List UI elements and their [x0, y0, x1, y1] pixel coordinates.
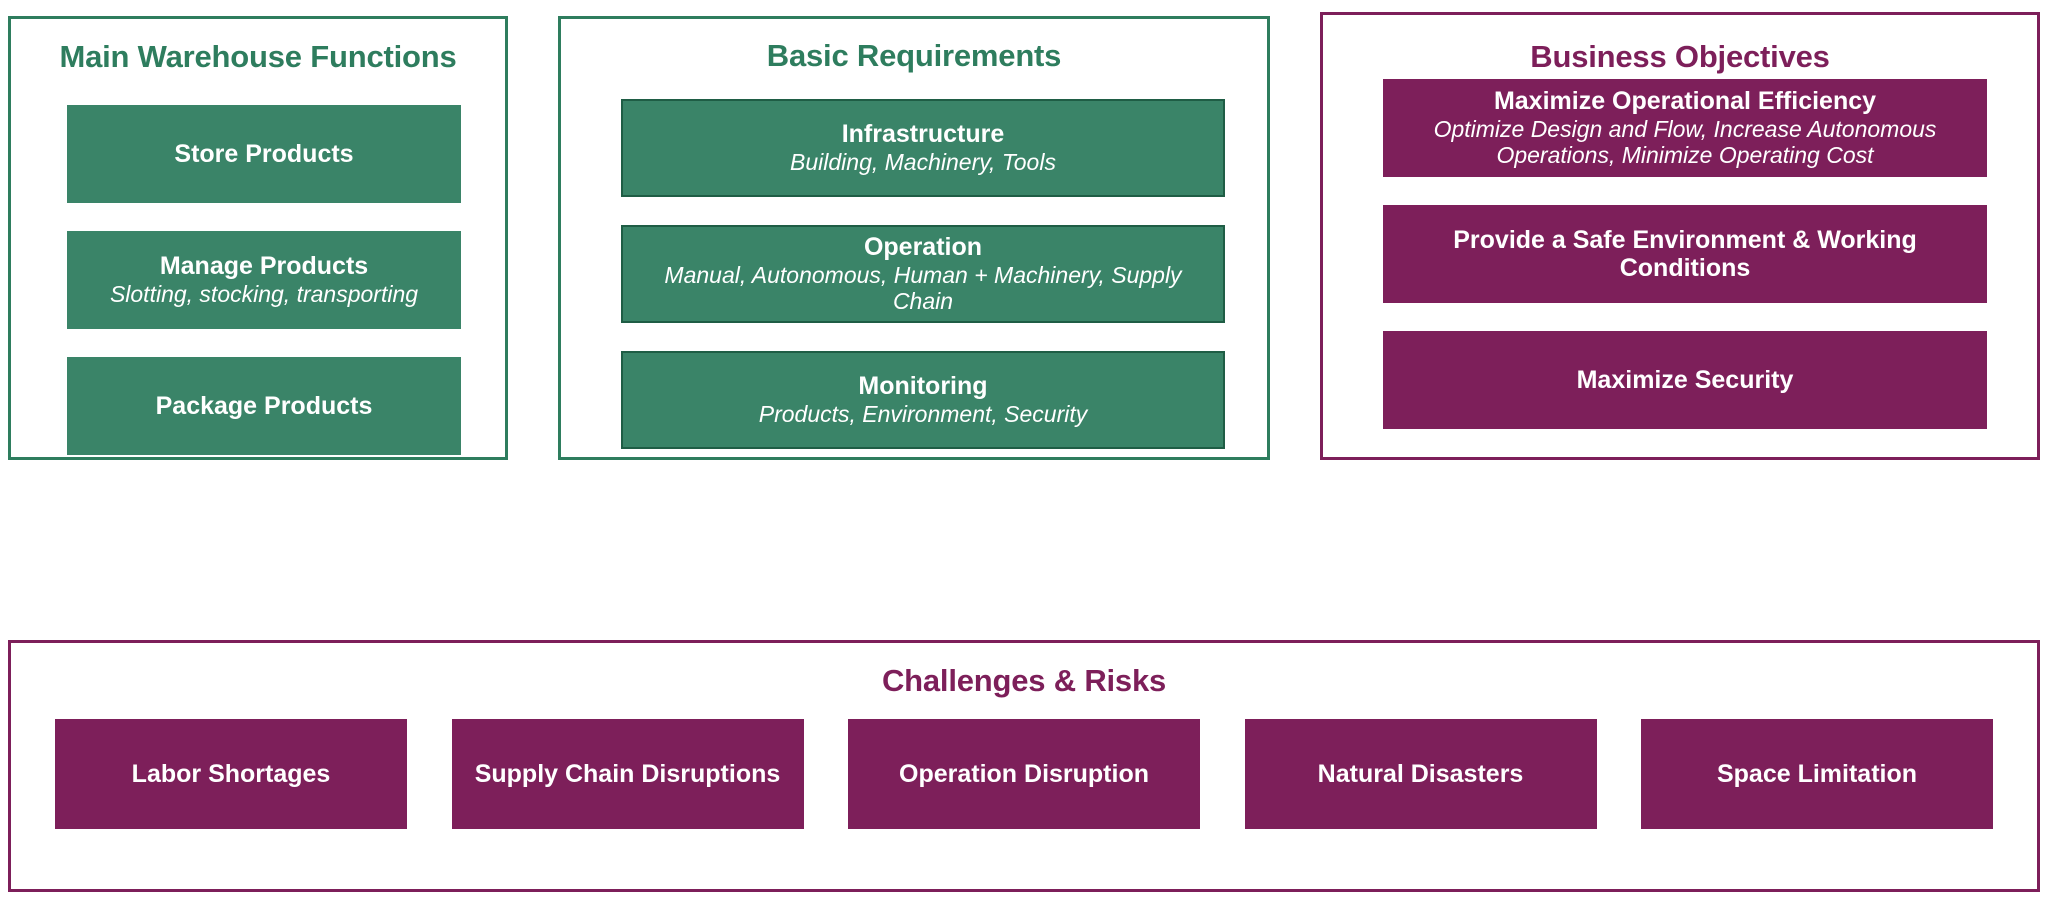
card-monitoring[interactable]: Monitoring Products, Environment, Securi… [621, 351, 1225, 449]
card-provide-safe-environment[interactable]: Provide a Safe Environment & Working Con… [1383, 205, 1987, 303]
card-subtitle: Optimize Design and Flow, Increase Auton… [1433, 115, 1937, 169]
card-manage-products[interactable]: Manage Products Slotting, stocking, tran… [67, 231, 461, 329]
card-space-limitation[interactable]: Space Limitation [1641, 719, 1993, 829]
card-infrastructure[interactable]: Infrastructure Building, Machinery, Tool… [621, 99, 1225, 197]
card-title: Maximize Operational Efficiency [1493, 87, 1877, 116]
card-title: Provide a Safe Environment & Working Con… [1453, 225, 1917, 283]
card-subtitle: Building, Machinery, Tools [790, 148, 1056, 175]
panel-challenges-and-risks: Challenges & Risks Labor Shortages Suppl… [8, 640, 2040, 892]
card-title: Natural Disasters [1317, 759, 1524, 788]
card-maximize-operational-efficiency[interactable]: Maximize Operational Efficiency Optimize… [1383, 79, 1987, 177]
panel-title-business-objectives: Business Objectives [1530, 39, 1830, 74]
card-natural-disasters[interactable]: Natural Disasters [1244, 719, 1597, 829]
card-subtitle: Slotting, stocking, transporting [109, 280, 419, 307]
card-package-products[interactable]: Package Products [67, 357, 461, 455]
card-title: Supply Chain Disruptions [474, 759, 781, 788]
panel-title-challenges-and-risks: Challenges & Risks [881, 663, 1167, 698]
panel-basic-requirements: Basic Requirements Infrastructure Buildi… [558, 16, 1270, 460]
card-title: Operation Disruption [899, 759, 1149, 788]
card-subtitle: Manual, Autonomous, Human + Machinery, S… [664, 261, 1182, 315]
card-title: Monitoring [858, 372, 988, 401]
panel-title-main-warehouse-functions: Main Warehouse Functions [59, 39, 457, 74]
card-title: Maximize Security [1576, 365, 1794, 394]
card-operation-disruption[interactable]: Operation Disruption [848, 719, 1200, 829]
card-title: Infrastructure [841, 120, 1005, 149]
card-store-products[interactable]: Store Products [67, 105, 461, 203]
panel-business-objectives: Business Objectives Maximize Operational… [1320, 12, 2040, 460]
card-title: Package Products [155, 391, 373, 420]
card-title: Labor Shortages [131, 759, 331, 788]
card-operation[interactable]: Operation Manual, Autonomous, Human + Ma… [621, 225, 1225, 323]
challenge-card-row: Labor Shortages Supply Chain Disruptions… [11, 719, 2037, 829]
panel-main-warehouse-functions: Main Warehouse Functions Store Products … [8, 16, 508, 460]
card-labor-shortages[interactable]: Labor Shortages [55, 719, 407, 829]
panel-title-basic-requirements: Basic Requirements [766, 38, 1062, 73]
card-subtitle: Products, Environment, Security [758, 400, 1088, 427]
card-supply-chain-disruptions[interactable]: Supply Chain Disruptions [451, 719, 804, 829]
card-title: Operation [863, 233, 983, 262]
card-maximize-security[interactable]: Maximize Security [1383, 331, 1987, 429]
card-title: Space Limitation [1716, 759, 1918, 788]
card-title: Manage Products [159, 252, 369, 281]
card-title: Store Products [174, 139, 354, 168]
